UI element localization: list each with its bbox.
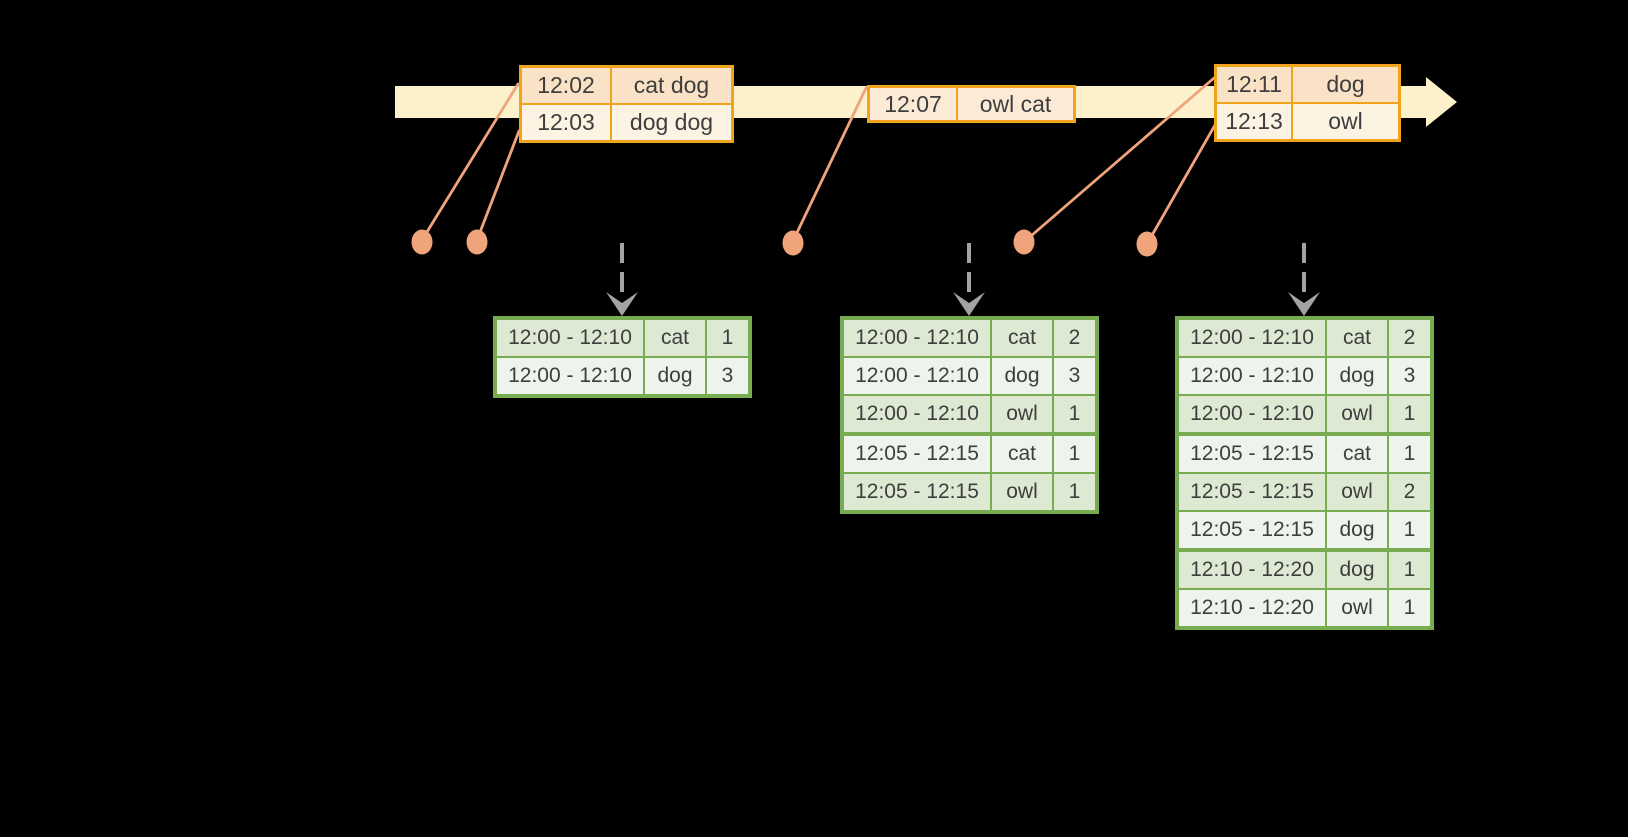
window-cell: 12:05 - 12:15 <box>1179 512 1325 548</box>
event-marker-dot <box>1136 231 1158 257</box>
event-link-line <box>475 129 521 242</box>
window-cell: 12:10 - 12:20 <box>1179 590 1325 626</box>
count-cell: 3 <box>1054 358 1095 394</box>
word-cell: cat <box>1327 436 1387 472</box>
count-cell: 1 <box>707 320 748 356</box>
window-cell: 12:10 - 12:20 <box>1179 552 1325 588</box>
word-cell: dog <box>1327 512 1387 548</box>
count-cell: 2 <box>1389 320 1430 356</box>
count-cell: 1 <box>1389 512 1430 548</box>
event-words-cell: owl cat <box>958 88 1073 120</box>
count-cell: 1 <box>1389 396 1430 432</box>
word-cell: cat <box>645 320 705 356</box>
word-cell: owl <box>1327 590 1387 626</box>
trigger-arrowhead-icon <box>606 292 638 316</box>
count-cell: 3 <box>1389 358 1430 394</box>
event-link-line <box>1145 123 1217 246</box>
word-cell: cat <box>992 436 1052 472</box>
window-cell: 12:00 - 12:10 <box>844 320 990 356</box>
event-marker-dot <box>411 229 433 255</box>
window-cell: 12:05 - 12:15 <box>1179 474 1325 510</box>
event-words-cell: dog dog <box>612 105 731 140</box>
event-time-cell: 12:13 <box>1217 104 1291 139</box>
window-cell: 12:00 - 12:10 <box>844 396 990 432</box>
event-marker-dot <box>1013 229 1035 255</box>
event-link-line <box>791 86 868 243</box>
word-cell: owl <box>992 396 1052 432</box>
count-cell: 2 <box>1054 320 1095 356</box>
count-cell: 1 <box>1389 552 1430 588</box>
event-time-cell: 12:03 <box>522 105 610 140</box>
word-cell: owl <box>1327 474 1387 510</box>
word-cell: cat <box>992 320 1052 356</box>
word-cell: cat <box>1327 320 1387 356</box>
event-marker-dot <box>466 229 488 255</box>
window-cell: 12:05 - 12:15 <box>844 474 990 510</box>
event-link-line <box>420 82 520 242</box>
word-cell: owl <box>992 474 1052 510</box>
window-cell: 12:05 - 12:15 <box>1179 436 1325 472</box>
trigger-arrowhead-icon <box>953 292 985 316</box>
word-cell: dog <box>645 358 705 394</box>
event-words-cell: owl <box>1293 104 1398 139</box>
event-link-line <box>1022 76 1216 244</box>
window-cell: 12:00 - 12:10 <box>497 358 643 394</box>
window-cell: 12:05 - 12:15 <box>844 436 990 472</box>
event-words-cell: cat dog <box>612 68 731 103</box>
count-cell: 1 <box>1054 474 1095 510</box>
window-cell: 12:00 - 12:10 <box>1179 396 1325 432</box>
event-words-cell: dog <box>1293 67 1398 102</box>
event-time-cell: 12:11 <box>1217 67 1291 102</box>
word-cell: dog <box>1327 552 1387 588</box>
window-cell: 12:00 - 12:10 <box>497 320 643 356</box>
timeline-arrowhead-icon <box>1426 77 1457 127</box>
event-time-cell: 12:02 <box>522 68 610 103</box>
window-cell: 12:00 - 12:10 <box>1179 320 1325 356</box>
word-cell: dog <box>992 358 1052 394</box>
count-cell: 1 <box>1389 590 1430 626</box>
event-time-cell: 12:07 <box>870 88 956 120</box>
trigger-arrowhead-icon <box>1288 292 1320 316</box>
count-cell: 2 <box>1389 474 1430 510</box>
word-cell: dog <box>1327 358 1387 394</box>
word-cell: owl <box>1327 396 1387 432</box>
count-cell: 3 <box>707 358 748 394</box>
count-cell: 1 <box>1054 436 1095 472</box>
event-marker-dot <box>782 230 804 256</box>
count-cell: 1 <box>1054 396 1095 432</box>
count-cell: 1 <box>1389 436 1430 472</box>
window-cell: 12:00 - 12:10 <box>844 358 990 394</box>
window-cell: 12:00 - 12:10 <box>1179 358 1325 394</box>
